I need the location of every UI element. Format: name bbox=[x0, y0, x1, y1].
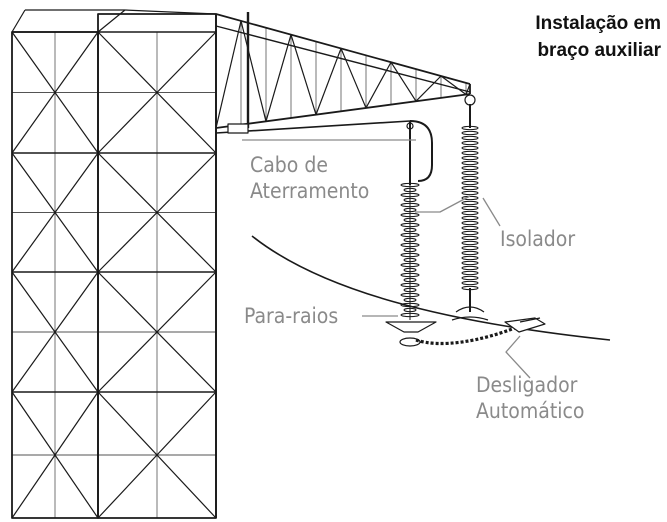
automatic-disconnector bbox=[415, 317, 546, 346]
cross-arm-truss bbox=[215, 12, 471, 134]
label-isolador: Isolador bbox=[500, 227, 576, 251]
label-desligador-automatico: Desligador Automático bbox=[476, 372, 584, 424]
leader-lines bbox=[242, 139, 531, 379]
title-line-2: braço auxiliar bbox=[537, 40, 661, 61]
label-cabo-line-1: Cabo de bbox=[250, 153, 328, 177]
title-line-1: Instalação em bbox=[535, 13, 661, 34]
label-cabo-aterramento: Cabo de Aterramento bbox=[250, 152, 369, 204]
label-para-raios: Para-raios bbox=[244, 304, 339, 328]
diagram-title: Instalação em braço auxiliar bbox=[535, 10, 661, 64]
label-desligador-line-2: Automático bbox=[476, 399, 585, 423]
label-desligador-line-1: Desligador bbox=[476, 373, 578, 397]
lattice-tower bbox=[11, 9, 217, 519]
conductor-line bbox=[251, 235, 611, 341]
suspension-insulator bbox=[451, 94, 489, 321]
label-cabo-line-2: Aterramento bbox=[250, 179, 370, 203]
surge-arrester bbox=[385, 120, 437, 347]
